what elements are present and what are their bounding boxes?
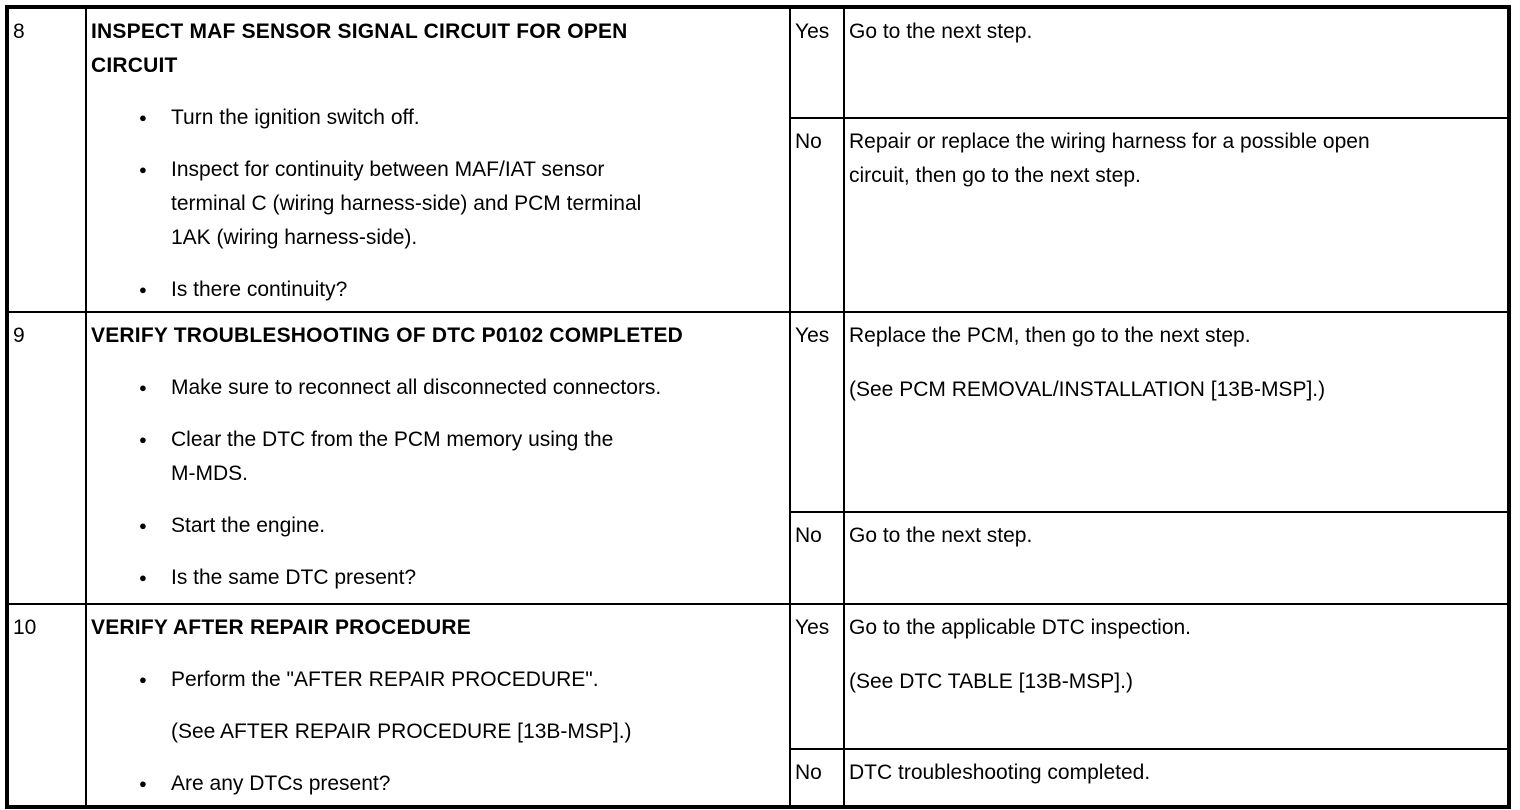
result-reference: (See DTC TABLE [13B-MSP].) — [849, 670, 1133, 693]
yes-label: Yes — [795, 616, 830, 639]
table-row: 8 INSPECT MAF SENSOR SIGNAL CIRCUIT FOR … — [6, 5, 1510, 313]
bullet-line: Turn the ignition switch off. — [171, 106, 420, 129]
troubleshooting-table: 8 INSPECT MAF SENSOR SIGNAL CIRCUIT FOR … — [5, 5, 1511, 809]
step-number: 10 — [13, 616, 37, 639]
bullet-text: Is the same DTC present? — [171, 561, 785, 595]
bullet-item: ● Perform the "AFTER REPAIR PROCEDURE". — [91, 663, 785, 697]
bullet-line: Start the engine. — [171, 514, 326, 537]
yes-result-cell: Go to the applicable DTC inspection. (Se… — [843, 603, 1510, 750]
result-line: circuit, then go to the next step. — [849, 164, 1141, 188]
step-title-line: VERIFY TROUBLESHOOTING OF DTC P0102 COMP… — [91, 324, 684, 347]
step-number: 8 — [13, 20, 25, 43]
bullet-line: M-MDS. — [171, 462, 248, 485]
yes-result-cell: Replace the PCM, then go to the next ste… — [843, 311, 1510, 513]
step-number-cell: 9 — [6, 311, 87, 605]
yes-label: Yes — [795, 324, 830, 347]
step-title: VERIFY AFTER REPAIR PROCEDURE — [91, 611, 785, 645]
no-label: No — [795, 760, 822, 784]
bullet-icon: ● — [139, 776, 147, 791]
step-number-cell: 10 — [6, 603, 87, 808]
bullet-item: ● Is the same DTC present? — [91, 561, 785, 595]
no-result-cell: DTC troubleshooting completed. — [843, 747, 1510, 809]
result-line: Repair or replace the wiring harness for… — [849, 130, 1370, 154]
bullet-line: terminal C (wiring harness-side) and PCM… — [171, 192, 642, 215]
action-cell: VERIFY TROUBLESHOOTING OF DTC P0102 COMP… — [85, 311, 791, 605]
bullet-line: Clear the DTC from the PCM memory using … — [171, 428, 614, 451]
table-row: No Go to the next step. — [7, 511, 1510, 605]
bullet-text: Start the engine. — [171, 509, 785, 543]
bullet-line: Inspect for continuity between MAF/IAT s… — [171, 158, 605, 181]
bullet-icon: ● — [139, 518, 147, 533]
no-cell: No — [789, 117, 845, 313]
no-cell: No — [789, 747, 845, 809]
bullet-line: Perform the "AFTER REPAIR PROCEDURE". — [171, 668, 599, 691]
bullet-text: Inspect for continuity between MAF/IAT s… — [171, 153, 785, 255]
no-result-cell: Repair or replace the wiring harness for… — [843, 117, 1510, 313]
bullet-line: Make sure to reconnect all disconnected … — [171, 376, 662, 399]
yes-cell: Yes — [789, 603, 845, 750]
bullet-item: ● Start the engine. — [91, 509, 785, 543]
result-text: Go to the next step. — [849, 524, 1033, 547]
bullet-text: Is there continuity? — [171, 273, 785, 307]
bullet-text: Perform the "AFTER REPAIR PROCEDURE". — [171, 663, 785, 697]
bullet-icon: ● — [139, 672, 147, 687]
table-row: 10 VERIFY AFTER REPAIR PROCEDURE ● Perfo… — [6, 603, 1510, 808]
bullet-text: Make sure to reconnect all disconnected … — [171, 371, 785, 405]
table-row: No Repair or replace the wiring harness … — [7, 117, 1510, 313]
step-number-cell: 8 — [6, 6, 87, 313]
bullet-line: Are any DTCs present? — [171, 772, 391, 795]
step-title-line: VERIFY AFTER REPAIR PROCEDURE — [91, 616, 471, 639]
bullet-icon: ● — [139, 110, 147, 125]
yes-result-cell: Go to the next step. — [843, 5, 1510, 120]
bullet-item: ● Make sure to reconnect all disconnecte… — [91, 371, 785, 405]
result-text: Go to the next step. — [849, 20, 1033, 43]
result-text: Replace the PCM, then go to the next ste… — [849, 324, 1251, 347]
bullet-line: 1AK (wiring harness-side). — [171, 226, 418, 249]
result-text: DTC troubleshooting completed. — [849, 760, 1151, 784]
bullet-item: ● Is there continuity? — [91, 273, 785, 307]
step-title-line: CIRCUIT — [91, 54, 178, 77]
bullet-text: Are any DTCs present? — [171, 767, 785, 801]
yes-label: Yes — [795, 20, 830, 43]
bullet-text: Turn the ignition switch off. — [171, 101, 785, 135]
bullet-item: ● Clear the DTC from the PCM memory usin… — [91, 423, 785, 491]
bullet-line: Is there continuity? — [171, 278, 348, 301]
table-row: 9 VERIFY TROUBLESHOOTING OF DTC P0102 CO… — [6, 311, 1510, 605]
result-text: Go to the applicable DTC inspection. — [849, 616, 1192, 639]
step-number: 9 — [13, 324, 25, 347]
yes-cell: Yes — [789, 311, 845, 513]
bullet-text: Clear the DTC from the PCM memory using … — [171, 423, 785, 491]
bullet-icon: ● — [139, 282, 147, 297]
table-row: No DTC troubleshooting completed. — [7, 747, 1510, 809]
yes-cell: Yes — [789, 5, 845, 120]
action-cell: VERIFY AFTER REPAIR PROCEDURE ● Perform … — [85, 603, 791, 808]
action-cell: INSPECT MAF SENSOR SIGNAL CIRCUIT FOR OP… — [85, 6, 791, 313]
bullet-icon: ● — [139, 432, 147, 447]
step-title: VERIFY TROUBLESHOOTING OF DTC P0102 COMP… — [91, 319, 785, 353]
reference-note: (See AFTER REPAIR PROCEDURE [13B-MSP].) — [171, 720, 632, 743]
no-cell: No — [789, 511, 845, 605]
bullet-item: ● Turn the ignition switch off. — [91, 101, 785, 135]
step-title: INSPECT MAF SENSOR SIGNAL CIRCUIT FOR OP… — [91, 15, 785, 83]
no-label: No — [795, 524, 822, 547]
bullet-item: ● Inspect for continuity between MAF/IAT… — [91, 153, 785, 255]
result-reference: (See PCM REMOVAL/INSTALLATION [13B-MSP].… — [849, 378, 1326, 401]
bullet-line: Is the same DTC present? — [171, 566, 417, 589]
bullet-item: ● Are any DTCs present? — [91, 767, 785, 801]
bullet-icon: ● — [139, 162, 147, 177]
no-label: No — [795, 130, 822, 154]
no-result-cell: Go to the next step. — [843, 511, 1510, 605]
bullet-icon: ● — [139, 380, 147, 395]
step-title-line: INSPECT MAF SENSOR SIGNAL CIRCUIT FOR OP… — [91, 20, 628, 43]
bullet-icon: ● — [139, 570, 147, 585]
